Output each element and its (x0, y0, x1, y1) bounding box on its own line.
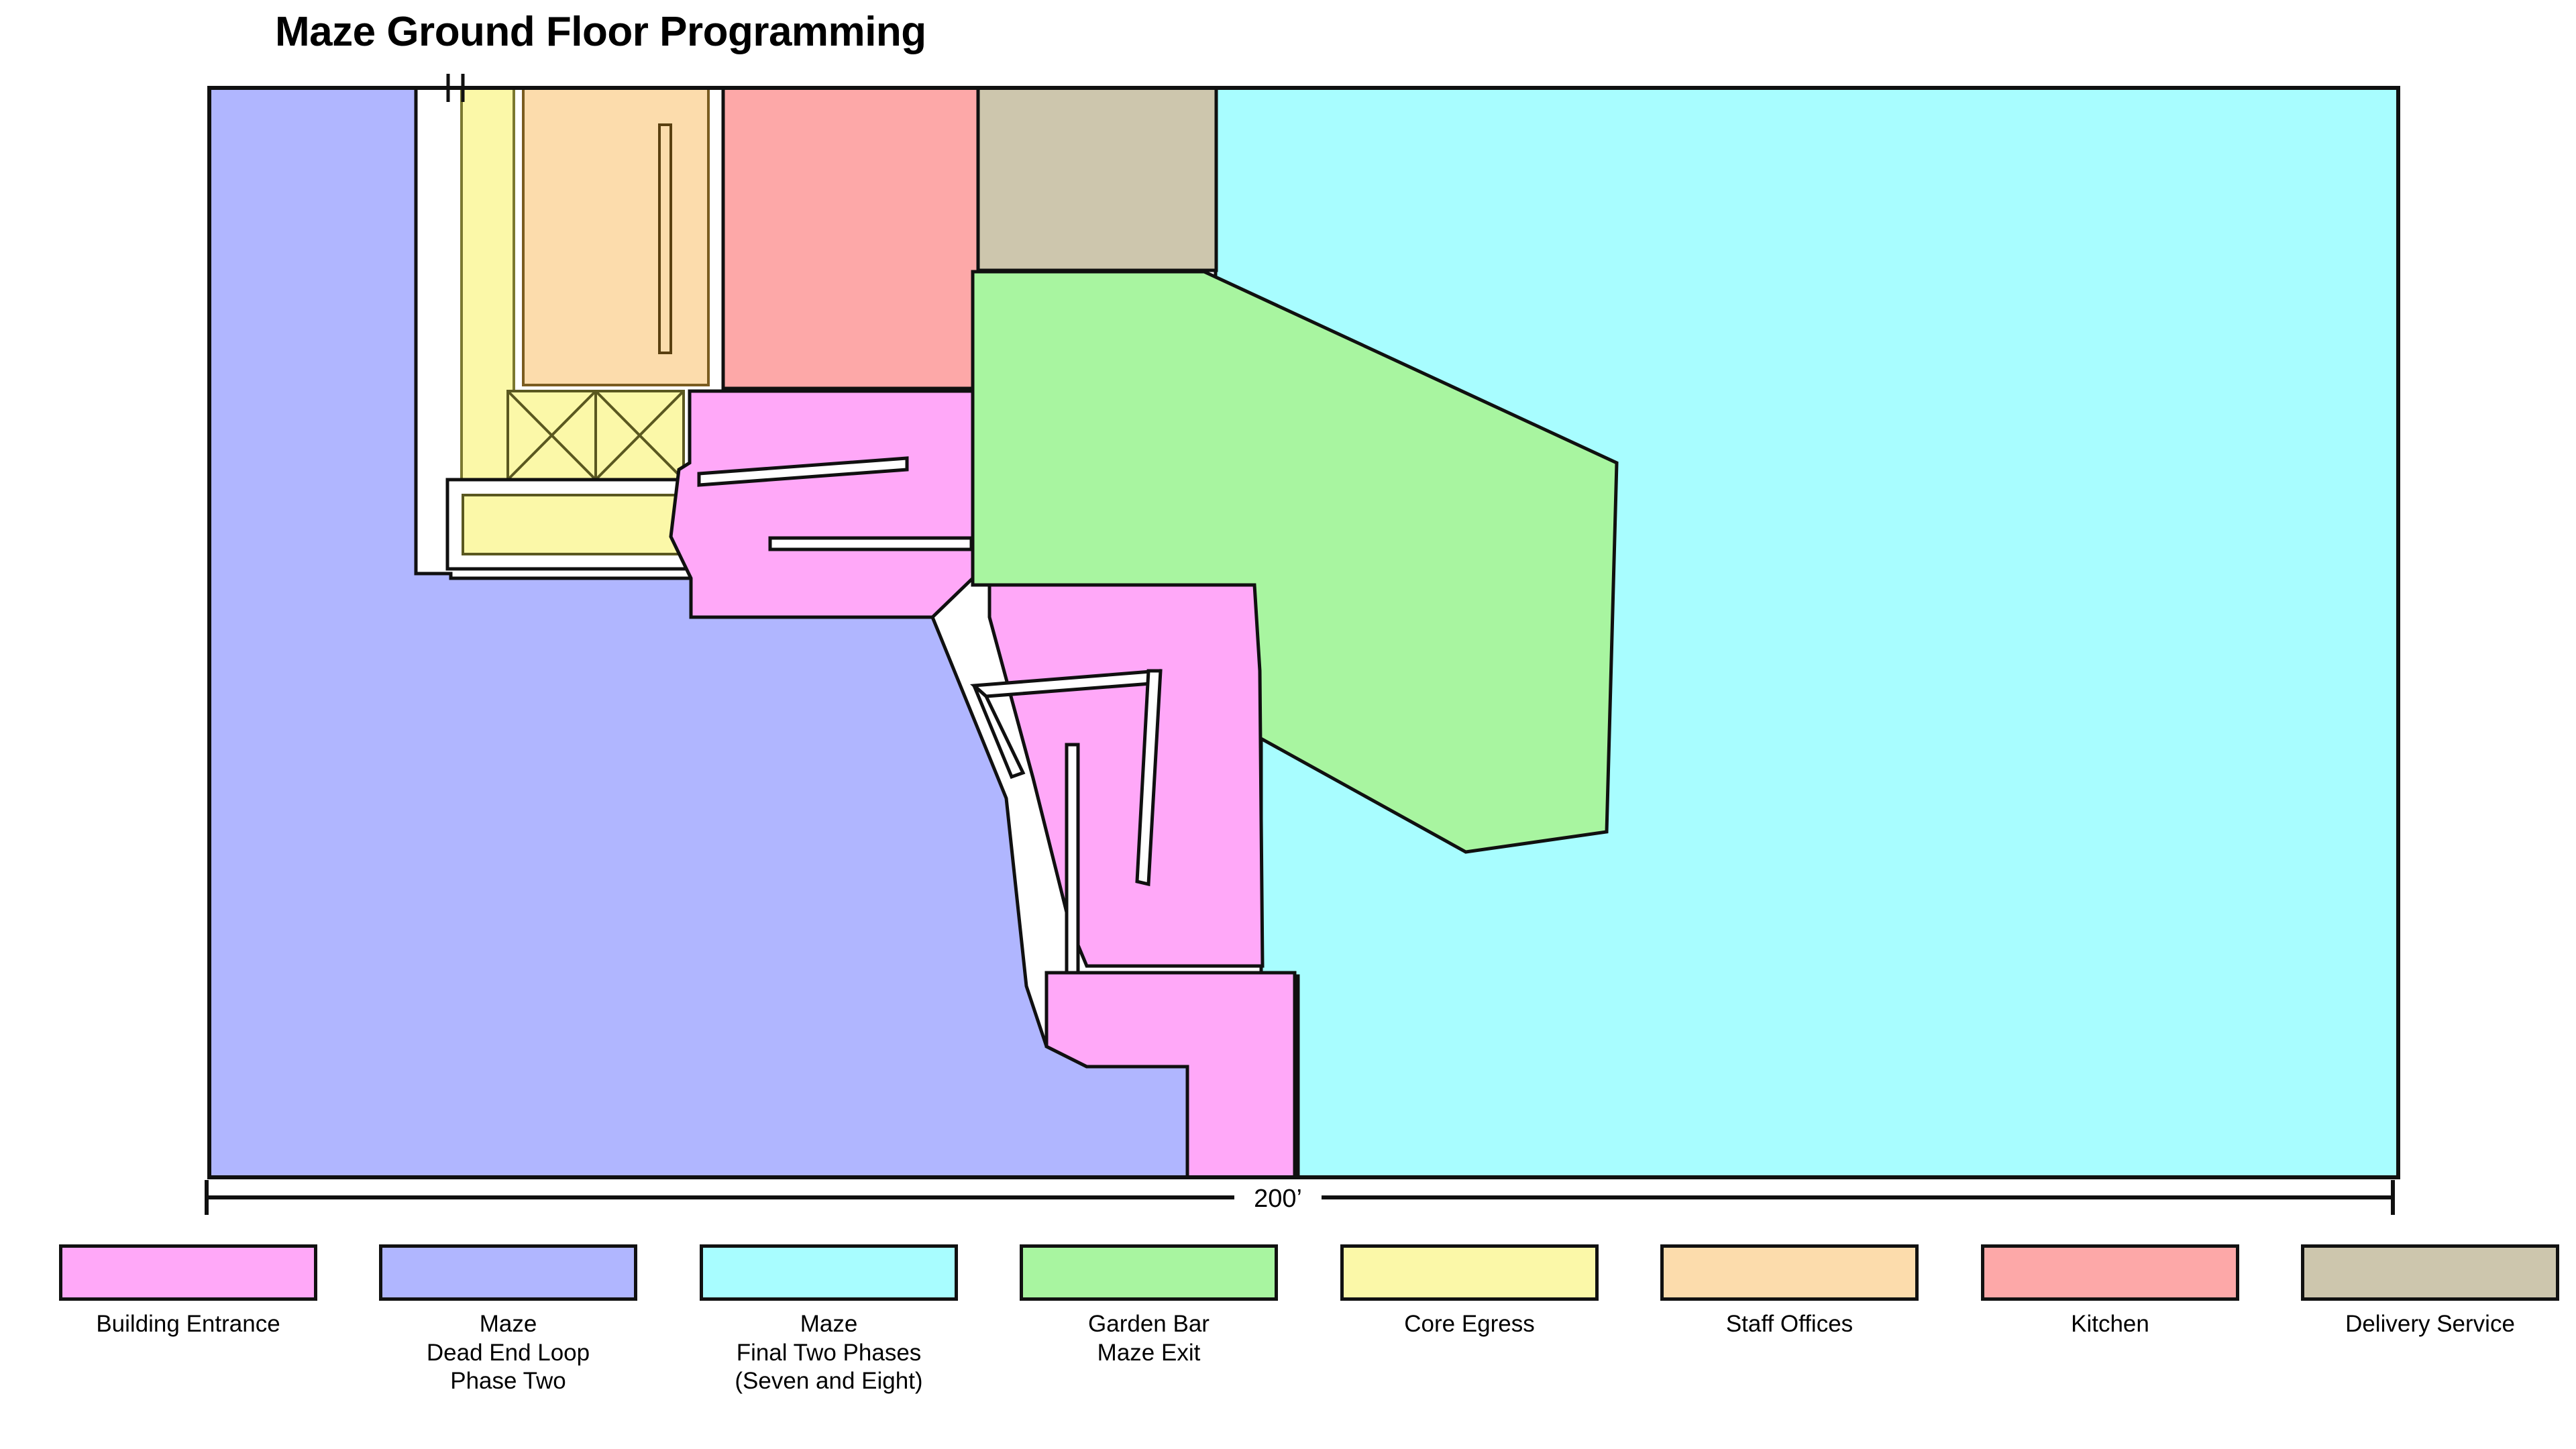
legend-label-delivery-service: Delivery Service (2345, 1311, 2515, 1337)
legend-swatch-building-entrance (59, 1244, 317, 1301)
zone-building-entrance-upper (669, 389, 975, 619)
maze-wall-stub (697, 456, 909, 487)
zone-core-egress-vertical-strip (460, 87, 515, 484)
legend-swatch-kitchen (1981, 1244, 2239, 1301)
floor-plan-drawing (207, 74, 2400, 1179)
maze-wall-stub (768, 536, 973, 551)
legend-swatch-maze-dead-end-loop (379, 1244, 637, 1301)
legend-item-garden-bar-maze-exit[interactable]: Garden Bar Maze Exit (1020, 1244, 1278, 1367)
legend-label-kitchen: Kitchen (2071, 1311, 2149, 1337)
building-envelope (207, 86, 2400, 1179)
legend-swatch-garden-bar-maze-exit (1020, 1244, 1278, 1301)
shaft-x-mark (506, 390, 597, 481)
legend-swatch-maze-final-two-phases (700, 1244, 958, 1301)
legend-label-core-egress: Core Egress (1404, 1311, 1535, 1337)
page-title: Maze Ground Floor Programming (275, 9, 926, 55)
legend-item-maze-final-two-phases[interactable]: Maze Final Two Phases (Seven and Eight) (700, 1244, 958, 1396)
zone-building-entrance-lower (1044, 971, 1297, 1179)
legend-swatch-core-egress (1340, 1244, 1599, 1301)
legend-item-delivery-service[interactable]: Delivery Service (2301, 1244, 2559, 1339)
maze-wall-stub (1135, 669, 1163, 887)
legend-swatch-staff-offices (1660, 1244, 1919, 1301)
zone-delivery-service (976, 86, 1218, 272)
shaft-x-mark (594, 390, 685, 481)
scale-bar-label: 200’ (1254, 1185, 1302, 1213)
scale-bar: 200’ (205, 1180, 2395, 1215)
zone-building-entrance-central (987, 583, 1265, 968)
legend-label-maze-dead-end-loop: Maze Dead End Loop Phase Two (426, 1311, 590, 1395)
legend-label-building-entrance: Building Entrance (96, 1311, 280, 1337)
legend-label-garden-bar-maze-exit: Garden Bar Maze Exit (1088, 1311, 1210, 1366)
legend-label-maze-final-two-phases: Maze Final Two Phases (Seven and Eight) (735, 1311, 923, 1395)
legend-swatch-delivery-service (2301, 1244, 2559, 1301)
zone-staff-offices (522, 87, 710, 386)
legend-item-staff-offices[interactable]: Staff Offices (1660, 1244, 1919, 1339)
zone-kitchen (721, 86, 980, 390)
zone-core-egress-corridor (462, 494, 691, 555)
legend: Building Entrance Maze Dead End Loop Pha… (0, 1244, 2576, 1446)
legend-item-kitchen[interactable]: Kitchen (1981, 1244, 2239, 1339)
staff-offices-partition (658, 123, 672, 354)
maze-wall-stub (1065, 743, 1080, 975)
legend-item-maze-dead-end-loop[interactable]: Maze Dead End Loop Phase Two (379, 1244, 637, 1396)
floor-plan-svg (207, 74, 2400, 1179)
legend-item-core-egress[interactable]: Core Egress (1340, 1244, 1599, 1339)
maze-wall-stub (972, 684, 1026, 780)
legend-label-staff-offices: Staff Offices (1725, 1311, 1854, 1337)
legend-item-building-entrance[interactable]: Building Entrance (59, 1244, 317, 1339)
